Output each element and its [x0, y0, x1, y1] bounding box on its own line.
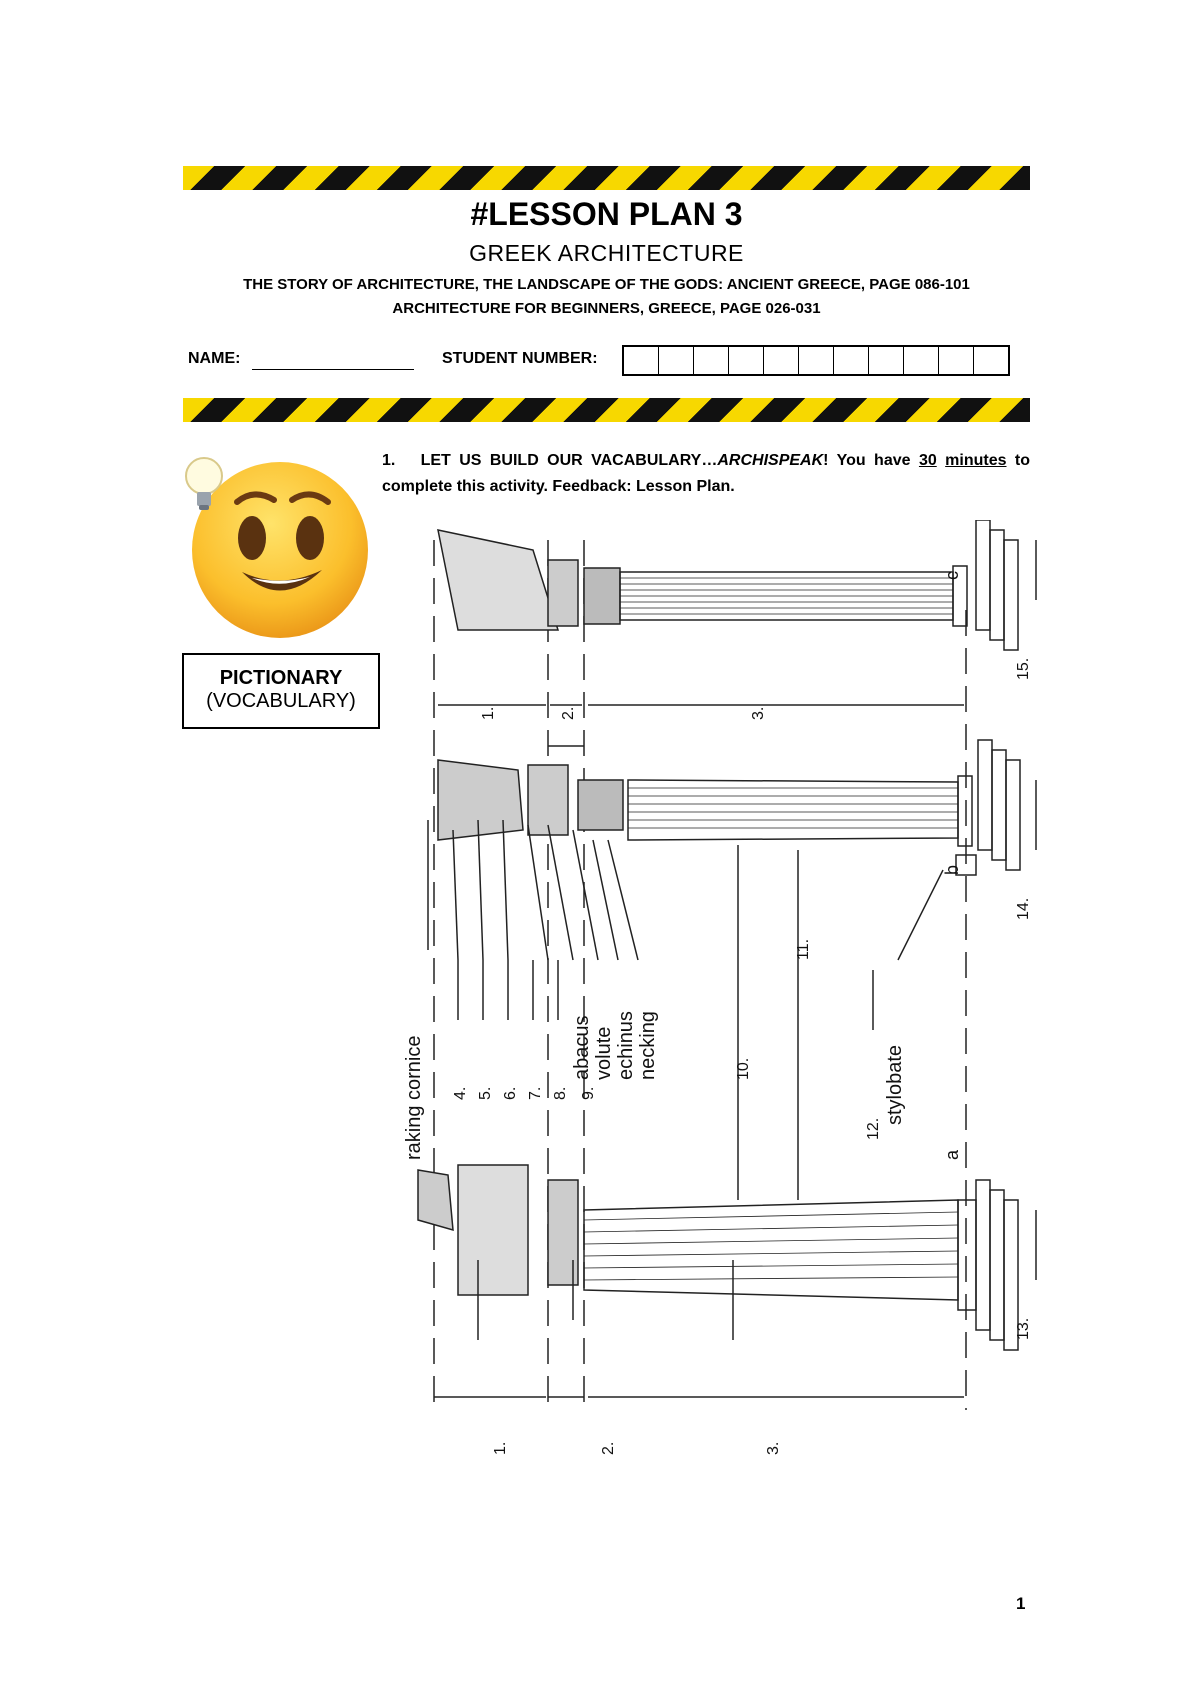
instruction-text: 1. LET US BUILD OUR VACABULARY…ARCHISPEA… — [382, 448, 1030, 500]
label-stylobate: stylobate — [884, 1045, 906, 1125]
hazard-stripe-bottom — [183, 398, 1030, 422]
student-number-box[interactable] — [939, 347, 974, 374]
column-a — [417, 1164, 1019, 1351]
number-10: 10. — [735, 1058, 752, 1080]
minutes-number: 30 — [918, 452, 937, 469]
student-number-box[interactable] — [624, 347, 659, 374]
pictionary-title: PICTIONARY — [219, 667, 343, 689]
student-number-box[interactable] — [834, 347, 869, 374]
instruction-part2: ! You have — [823, 452, 919, 469]
number-11: 11. — [795, 939, 812, 960]
number-4: 4. — [452, 1087, 469, 1100]
student-number-box[interactable] — [764, 347, 799, 374]
pictionary-box: PICTIONARY (VOCABULARY) — [182, 653, 380, 729]
label-abacus: abacus — [571, 1016, 593, 1081]
student-number-box[interactable] — [974, 347, 1008, 374]
student-number-field[interactable] — [622, 345, 1010, 376]
label-necking: necking — [637, 1011, 659, 1080]
number-5: 5. — [477, 1087, 494, 1100]
number-3-bottom: 3. — [765, 1442, 782, 1455]
name-field[interactable] — [252, 369, 414, 370]
student-number-box[interactable] — [799, 347, 834, 374]
archispeak-term: ARCHISPEAK — [717, 452, 824, 469]
student-number-label: STUDENT NUMBER: — [442, 350, 598, 367]
number-2-bottom: 2. — [600, 1442, 617, 1455]
instruction-part1: LET US BUILD OUR VACABULARY… — [420, 452, 718, 469]
label-col-c: c — [942, 571, 962, 580]
label-col-b: b — [942, 865, 962, 875]
student-number-box[interactable] — [904, 347, 939, 374]
label-volute: volute — [593, 1027, 615, 1080]
pictionary-subtitle: (VOCABULARY) — [206, 690, 356, 712]
name-label: NAME: — [188, 350, 241, 367]
number-12: 12. — [865, 1118, 882, 1140]
page-subtitle: GREEK ARCHITECTURE — [469, 240, 744, 266]
student-number-box[interactable] — [659, 347, 694, 374]
student-number-box[interactable] — [729, 347, 764, 374]
number-2-top: 2. — [560, 707, 577, 720]
greek-orders-diagram: raking cornice abacus volute echinus nec… — [403, 520, 1037, 1455]
number-6: 6. — [502, 1087, 519, 1100]
page-title: #LESSON PLAN 3 — [470, 196, 743, 232]
minutes-word: minutes — [945, 452, 1007, 469]
hazard-stripe-top — [183, 166, 1030, 190]
number-1-top: 1. — [480, 707, 497, 720]
number-1-bottom: 1. — [492, 1442, 509, 1455]
label-col-a: a — [942, 1149, 962, 1160]
label-raking-cornice: raking cornice — [403, 1035, 425, 1160]
number-13: 13. — [1015, 1318, 1032, 1340]
page-number: 1 — [1016, 1594, 1026, 1613]
number-8: 8. — [552, 1087, 569, 1100]
number-9: 9. — [580, 1087, 597, 1100]
instruction-part3: to complete this activity. Feedback: Les… — [382, 452, 1031, 495]
reference-line-2: ARCHITECTURE FOR BEGINNERS, GREECE, PAGE… — [392, 300, 821, 317]
number-7: 7. — [527, 1087, 544, 1100]
student-number-box[interactable] — [869, 347, 904, 374]
number-3-top: 3. — [750, 707, 767, 720]
column-b — [437, 739, 1021, 876]
reference-line-1: THE STORY OF ARCHITECTURE, THE LANDSCAPE… — [243, 276, 970, 293]
column-c — [437, 520, 1019, 651]
student-number-box[interactable] — [694, 347, 729, 374]
number-14: 14. — [1015, 898, 1032, 920]
instruction-number: 1. — [382, 452, 396, 469]
smiley-lightbulb-icon — [185, 457, 368, 638]
label-echinus: echinus — [615, 1011, 637, 1080]
number-15: 15. — [1015, 658, 1032, 680]
